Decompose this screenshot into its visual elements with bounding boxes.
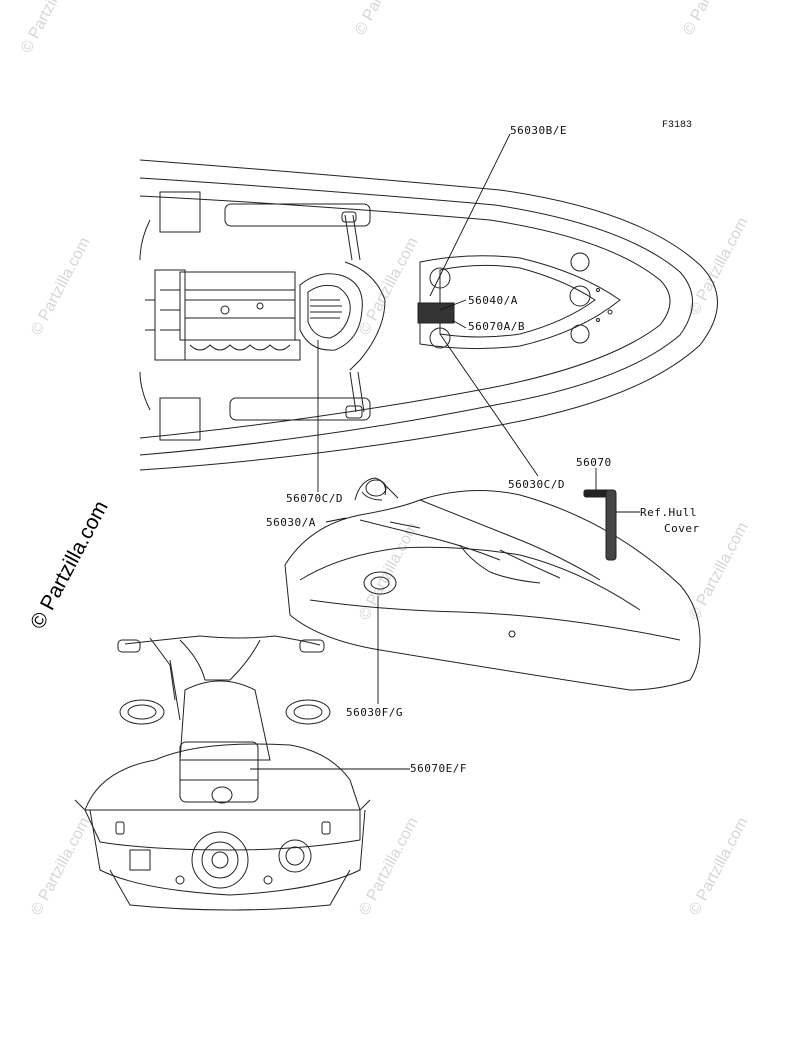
callout-label: 56070 <box>576 456 612 469</box>
callout-label: 56030/A <box>266 516 316 529</box>
callout-label: 56070C/D <box>286 492 343 505</box>
leader-lines <box>250 133 640 770</box>
rear-view-hull <box>74 635 371 911</box>
callout-label: Cover <box>664 522 700 535</box>
ref-hull-cover-part <box>583 489 617 561</box>
callout-label: Ref.Hull <box>640 506 697 519</box>
callout-label: 56030C/D <box>508 478 565 491</box>
top-view-hull <box>139 159 718 471</box>
callout-label: 56030F/G <box>346 706 403 719</box>
side-view-hull <box>284 477 701 691</box>
callout-label: 56070E/F <box>410 762 467 775</box>
figure-code: F3183 <box>662 120 693 131</box>
callout-label: 56030B/E <box>510 124 567 137</box>
callout-label: 56040/A <box>468 294 518 307</box>
callout-label: 56070A/B <box>468 320 525 333</box>
